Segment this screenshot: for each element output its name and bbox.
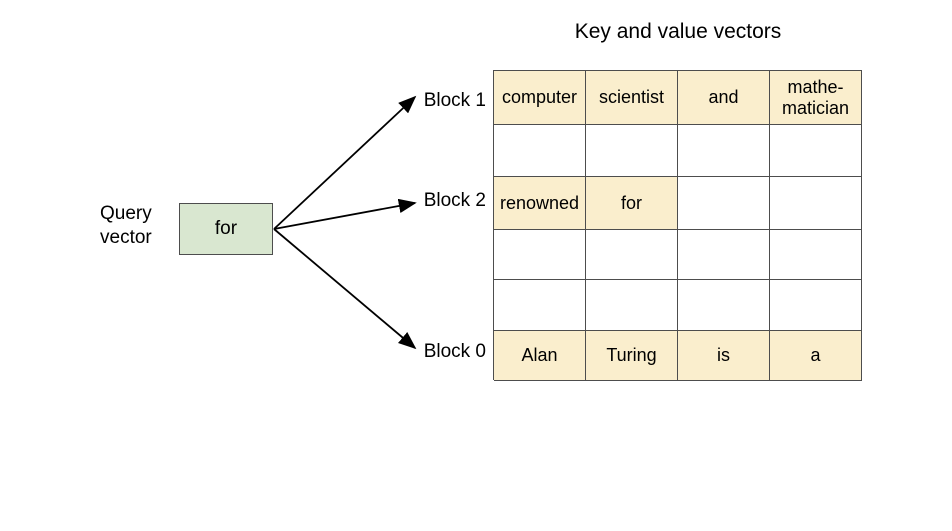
grid-cell-empty bbox=[494, 280, 586, 331]
grid-cell-empty bbox=[678, 230, 770, 280]
query-vector-label-line1: Query bbox=[100, 203, 152, 224]
grid-cell-empty bbox=[494, 230, 586, 280]
grid-cell-token: Alan bbox=[494, 331, 586, 381]
grid-cell-empty bbox=[770, 280, 862, 331]
grid-cell-text: Alan bbox=[521, 345, 558, 365]
grid-cell-text: is bbox=[717, 345, 730, 365]
grid-cell-text: mathe- bbox=[787, 76, 844, 97]
arrow-to-block-0 bbox=[273, 228, 417, 350]
grid-cell-text: for bbox=[620, 192, 642, 213]
block-label-block-0: Block 0 bbox=[423, 341, 486, 362]
query-vector-box[interactable]: for bbox=[179, 203, 273, 255]
grid-cell-empty bbox=[586, 125, 678, 177]
grid-cell-empty bbox=[770, 230, 862, 280]
grid-cell-token: a bbox=[770, 331, 862, 381]
grid-cell-token: computer bbox=[494, 71, 586, 125]
query-vector-label: Query vector bbox=[100, 202, 176, 250]
page-title: Key and value vectors bbox=[574, 20, 782, 43]
grid-cell-token: mathe-matician bbox=[770, 71, 862, 125]
grid-cell-empty bbox=[586, 230, 678, 280]
grid-cell-text: and bbox=[708, 87, 739, 107]
block-label-block-2: Block 2 bbox=[423, 190, 486, 211]
arrow-to-block-1 bbox=[273, 95, 417, 230]
query-vector-token: for bbox=[214, 218, 238, 239]
key-value-grid: computer scientist and mathe-matician renown… bbox=[493, 70, 862, 381]
grid-cell-token: Turing bbox=[586, 331, 678, 381]
grid-cell-text: computer bbox=[501, 87, 578, 107]
grid-cell-text: matician bbox=[781, 97, 850, 118]
grid-cell-text: a bbox=[810, 345, 821, 365]
block-label-block-1: Block 1 bbox=[423, 90, 486, 111]
grid-cell-text: Turing bbox=[606, 345, 657, 365]
query-vector-label-line2: vector bbox=[100, 227, 152, 248]
grid-cell-empty bbox=[678, 125, 770, 177]
grid-cell-token: renowned bbox=[494, 177, 586, 230]
grid-cell-token: is bbox=[678, 331, 770, 381]
grid-cell-token: for bbox=[586, 177, 678, 230]
grid-cell-empty bbox=[770, 125, 862, 177]
grid-cell-token: scientist bbox=[586, 71, 678, 125]
arrow-to-block-2 bbox=[273, 198, 417, 230]
grid-cell-text: renowned bbox=[499, 192, 580, 213]
grid-cell-empty bbox=[494, 125, 586, 177]
grid-cell-empty bbox=[586, 280, 678, 331]
grid-cell-token: and bbox=[678, 71, 770, 125]
grid-cell-text: scientist bbox=[598, 87, 665, 107]
grid-cell-empty bbox=[770, 177, 862, 230]
grid-cell-empty bbox=[678, 280, 770, 331]
grid-cell-empty bbox=[678, 177, 770, 230]
